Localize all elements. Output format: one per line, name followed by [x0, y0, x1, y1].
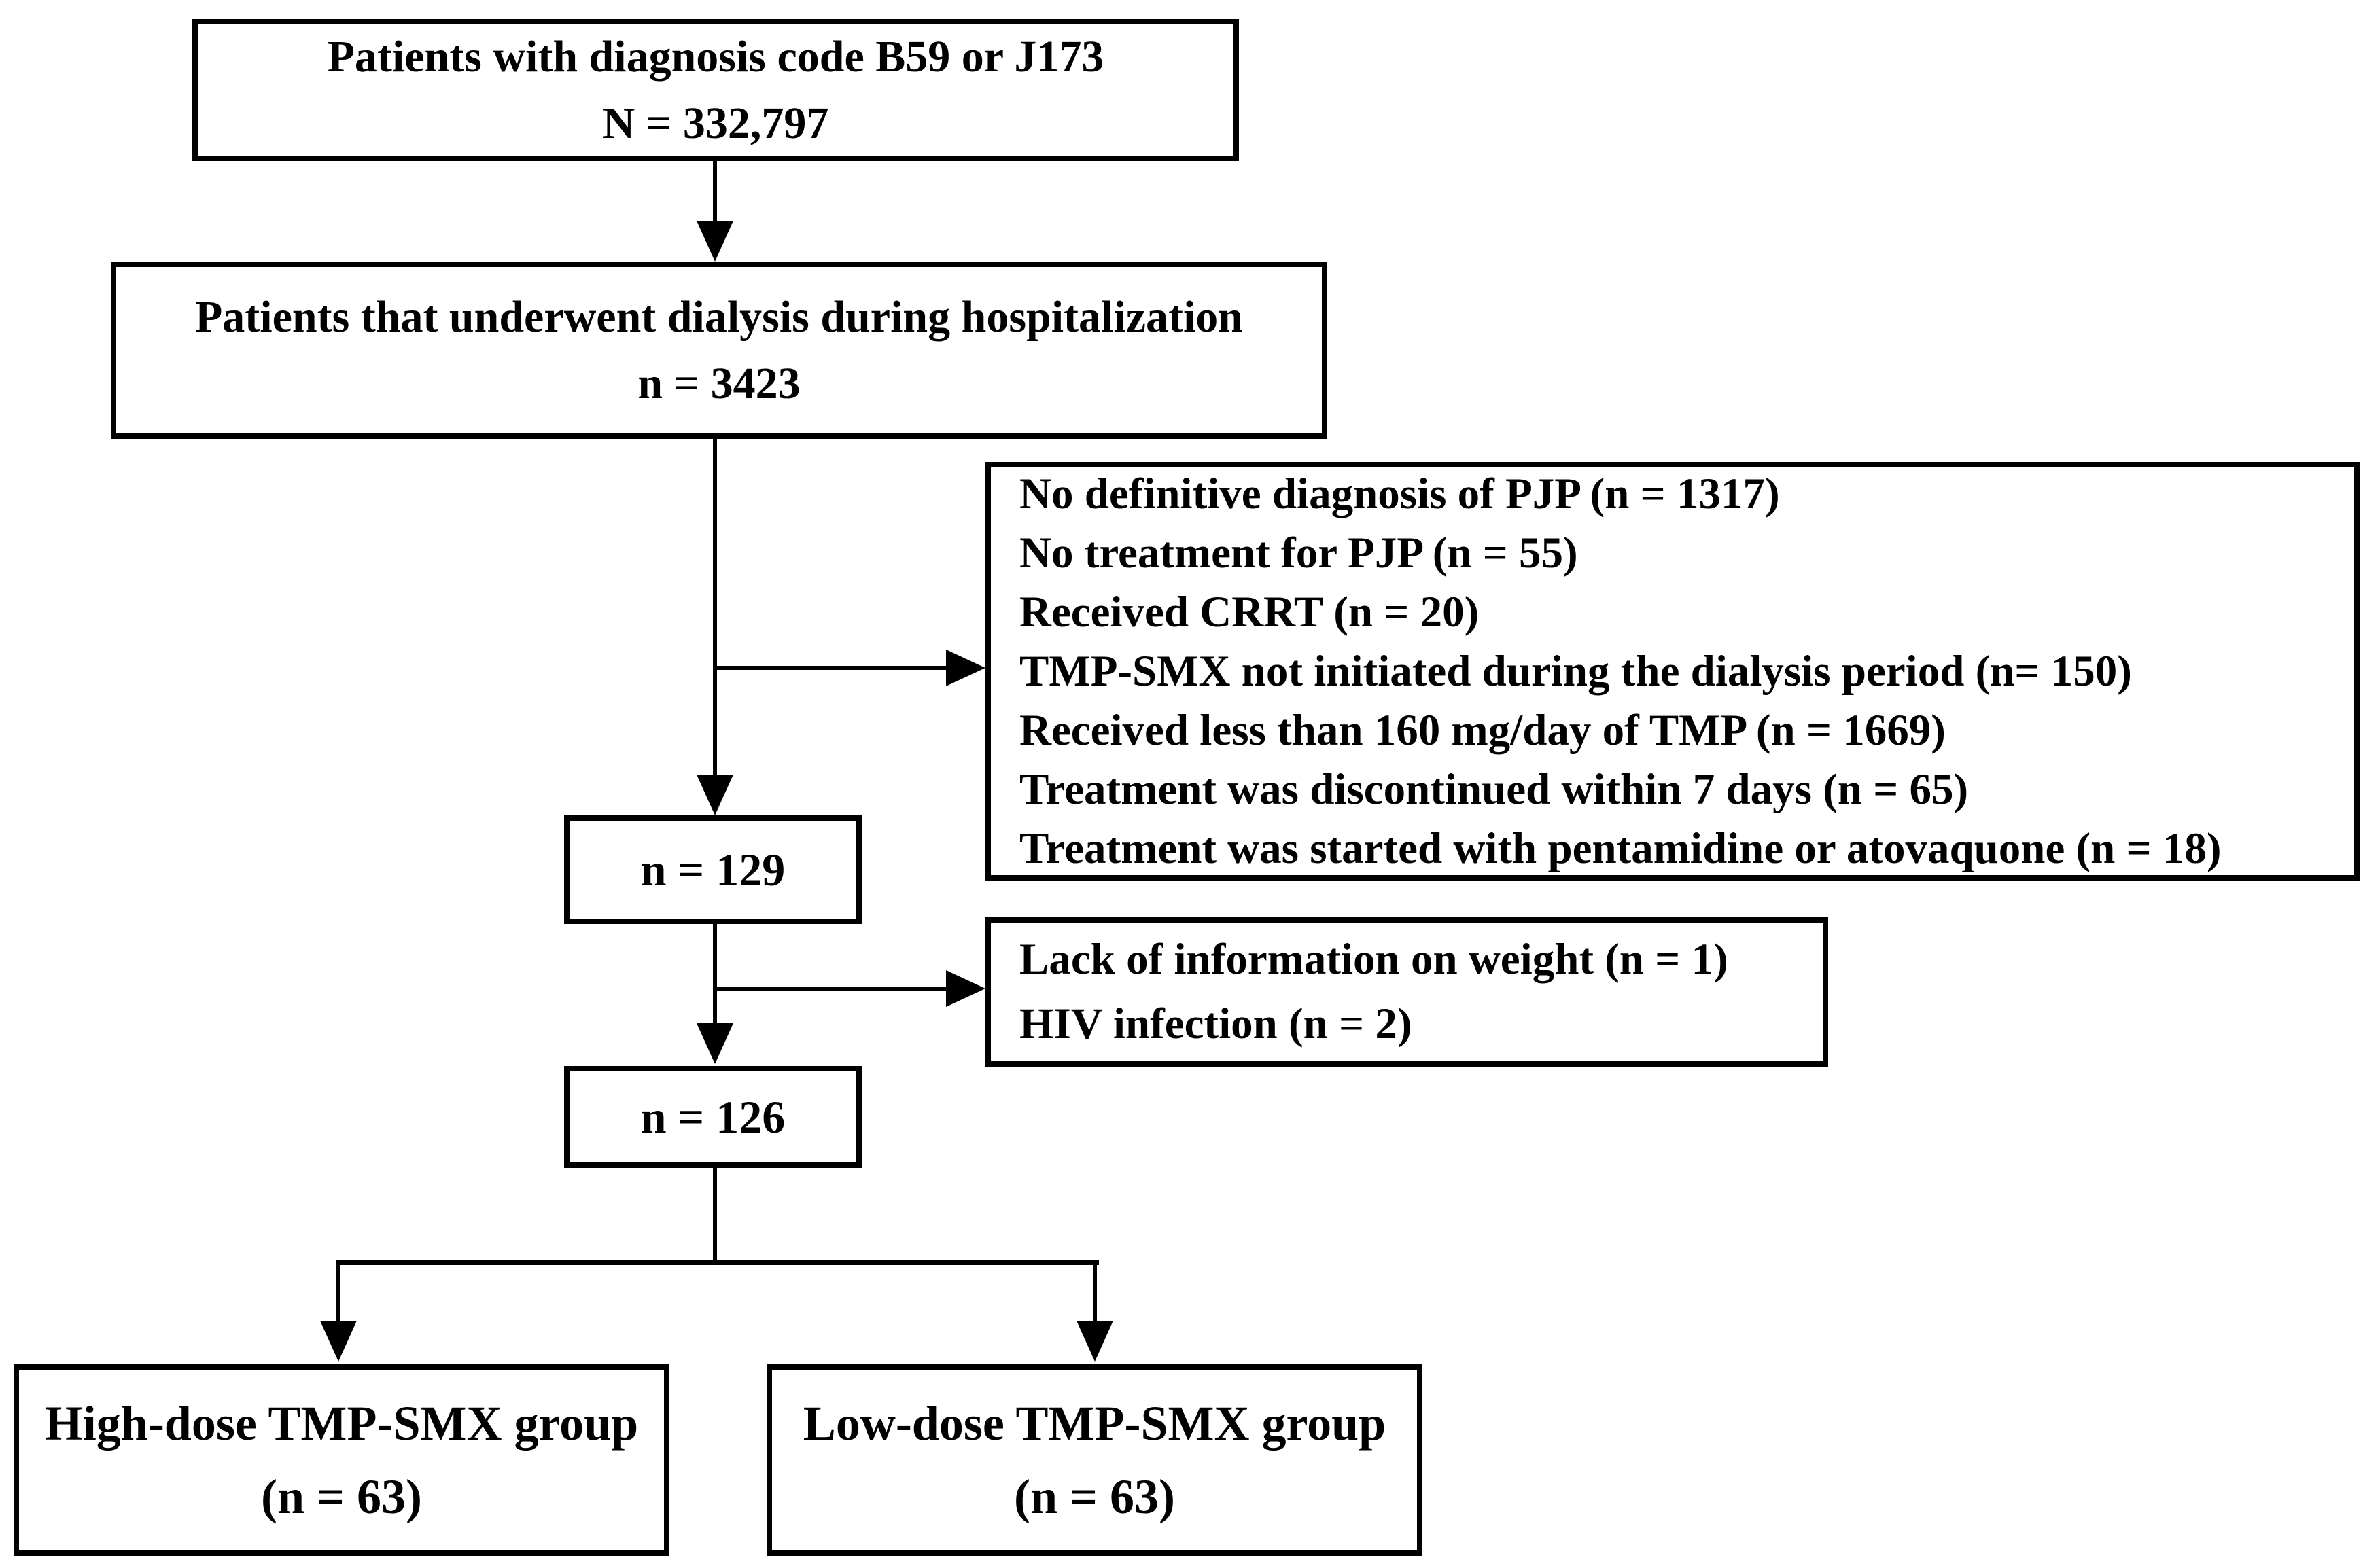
arrowhead-down-high-dose	[320, 1321, 357, 1362]
arrowhead-down-n129	[697, 775, 733, 815]
arrowhead-down-dialysis	[697, 221, 733, 262]
exclusion-item: Treatment was discontinued within 7 days…	[1019, 764, 1969, 814]
arrowhead-right-primary-exclusions	[946, 650, 985, 686]
exclusion-item: Lack of information on weight (n = 1)	[1019, 935, 1728, 984]
connector-diagnosis-to-dialysis	[713, 158, 717, 226]
node-dialysis-count: n = 3423	[637, 358, 801, 408]
connector-branch-primary-exclusions	[713, 666, 947, 670]
node-n126-label: n = 126	[640, 1091, 786, 1143]
connector-split-horizontal	[336, 1260, 1099, 1265]
exclusion-item: Received CRRT (n = 20)	[1019, 587, 1480, 637]
node-dialysis: Patients that underwent dialysis during …	[111, 262, 1327, 439]
node-diagnosis-code-count: N = 332,797	[602, 98, 829, 148]
exclusion-item: Received less than 160 mg/day of TMP (n …	[1019, 705, 1946, 755]
connector-n126-to-split	[713, 1166, 717, 1265]
exclusion-item: TMP-SMX not initiated during the dialysi…	[1019, 646, 2132, 696]
exclusion-item: No definitive diagnosis of PJP (n = 1317…	[1019, 469, 1780, 518]
node-low-dose-count: (n = 63)	[1013, 1470, 1176, 1524]
node-high-dose-group: High-dose TMP-SMX group (n = 63)	[14, 1364, 669, 1556]
arrowhead-right-secondary-exclusions	[946, 970, 985, 1007]
node-primary-exclusions: No definitive diagnosis of PJP (n = 1317…	[985, 462, 2360, 881]
connector-n129-to-n126	[713, 921, 717, 1027]
connector-split-to-low-dose	[1093, 1260, 1097, 1325]
connector-branch-secondary-exclusions	[713, 987, 947, 991]
node-high-dose-count: (n = 63)	[260, 1470, 423, 1524]
node-dialysis-line1: Patients that underwent dialysis during …	[194, 291, 1244, 342]
arrowhead-down-low-dose	[1077, 1321, 1113, 1362]
connector-split-to-high-dose	[336, 1260, 340, 1325]
exclusion-item: HIV infection (n = 2)	[1019, 999, 1412, 1048]
node-low-dose-group: Low-dose TMP-SMX group (n = 63)	[767, 1364, 1422, 1556]
node-n126: n = 126	[564, 1066, 862, 1168]
node-high-dose-line1: High-dose TMP-SMX group	[44, 1396, 639, 1451]
connector-dialysis-to-n129	[713, 436, 717, 779]
node-diagnosis-code-line1: Patients with diagnosis code B59 or J173	[327, 31, 1104, 82]
node-n129: n = 129	[564, 815, 862, 924]
arrowhead-down-n126	[697, 1023, 733, 1064]
exclusion-item: No treatment for PJP (n = 55)	[1019, 528, 1578, 577]
node-low-dose-line1: Low-dose TMP-SMX group	[803, 1396, 1386, 1451]
exclusion-item: Treatment was started with pentamidine o…	[1019, 823, 2222, 873]
node-n129-label: n = 129	[640, 844, 786, 895]
node-diagnosis-code: Patients with diagnosis code B59 or J173…	[192, 19, 1239, 161]
node-secondary-exclusions: Lack of information on weight (n = 1) HI…	[985, 917, 1828, 1067]
